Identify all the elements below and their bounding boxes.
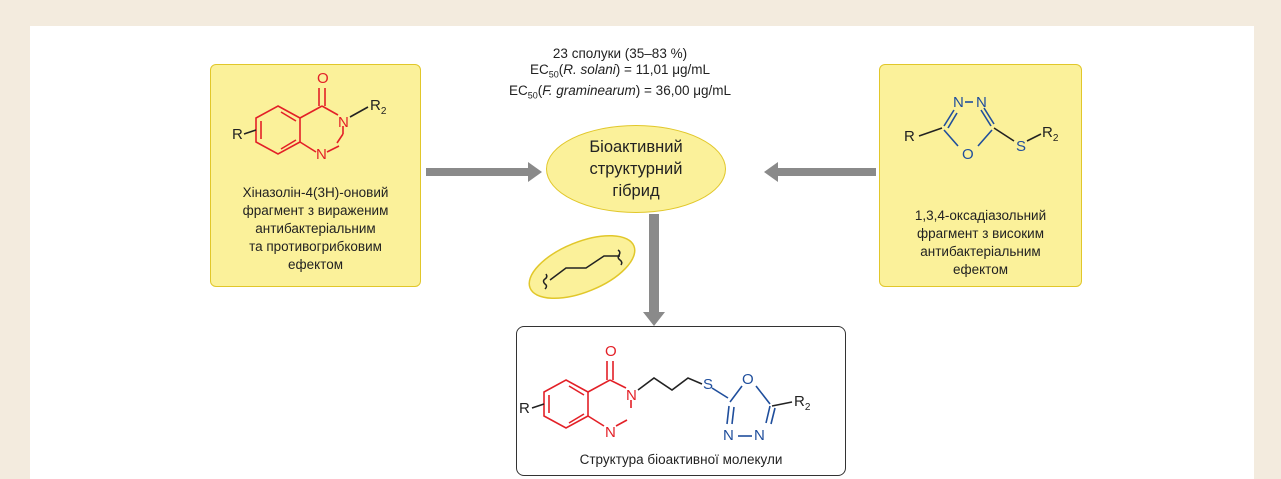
n1-label: N (316, 146, 327, 163)
quinazolinone-fragment-box (210, 64, 421, 287)
linker-bonds (542, 249, 623, 290)
product-n1: N (605, 424, 616, 441)
svg-text:R2: R2 (370, 97, 387, 117)
product-r2: R (794, 393, 805, 410)
svg-text:R2: R2 (1042, 124, 1059, 144)
product-s: S (703, 376, 713, 393)
product-caption: Структура біоактивної молекули (579, 452, 783, 467)
oxadiazole-fragment-box (879, 64, 1082, 287)
r-substituent-label: R (232, 126, 243, 143)
down-arrow (643, 214, 665, 326)
oxadiazole-r-label: R (904, 128, 915, 145)
product-carbonyl-o: O (605, 343, 617, 360)
oxadiazole-o-label: O (962, 146, 974, 163)
product-n3: N (626, 387, 637, 404)
activity-summary: 23 сполуки (35–83 %) EC50(R. solani) = 1… (470, 46, 770, 103)
oxadiazole-caption: 1,3,4-оксадіазольний фрагмент з високим … (914, 208, 1047, 277)
quinazolinone-structure: O N N R R2 (232, 70, 387, 163)
left-arrow (426, 162, 542, 182)
oxadiazole-r2-label: R (1042, 124, 1053, 141)
thioether-s-label: S (1016, 138, 1026, 155)
product-ring-n-left: N (723, 427, 734, 444)
quinazolinone-caption: Хіназолін-4(3H)-оновий фрагмент з вираже… (242, 185, 389, 272)
ec50-fgraminearum: EC50(F. graminearum) = 36,00 μg/mL (508, 82, 732, 101)
oxadiazole-n-right-label: N (976, 94, 987, 111)
oxadiazole-structure: N N O S R R2 (904, 94, 1059, 163)
oxadiazole-n-left-label: N (953, 94, 964, 111)
svg-text:R2: R2 (794, 393, 811, 413)
r2-label: R (370, 97, 381, 114)
product-ring-o: O (742, 371, 754, 388)
product-ring-n-right: N (754, 427, 765, 444)
product-structure: O N N R S O N N R2 (519, 343, 811, 444)
ec50-rsolani: EC50(R. solani) = 11,01 μg/mL (529, 62, 711, 80)
linker-ellipse (528, 234, 636, 300)
hybrid-ellipse (546, 125, 726, 213)
hybrid-label: Біоактивний структурний гібрид (589, 138, 683, 200)
product-r: R (519, 400, 530, 417)
right-arrow (764, 162, 876, 182)
carbonyl-o-label: O (317, 70, 329, 87)
compound-count: 23 сполуки (35–83 %) (552, 46, 688, 61)
product-structure-box (516, 326, 846, 476)
n3-label: N (338, 114, 349, 131)
